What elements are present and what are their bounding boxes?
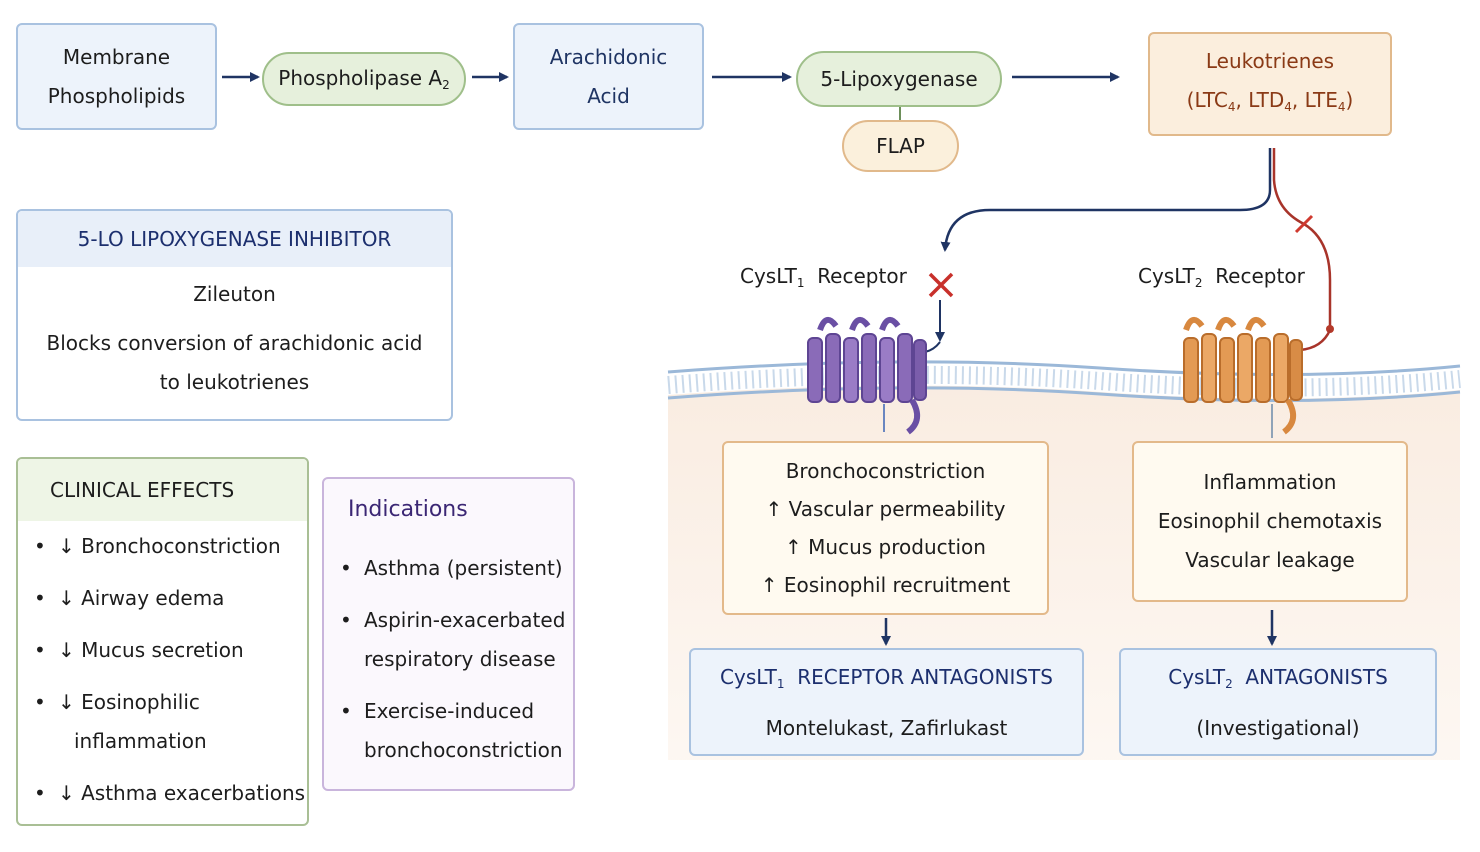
5-lipoxygenase-label: 5-Lipoxygenase [820, 67, 978, 91]
cyslt1-antagonists-title: CysLT1 RECEPTOR ANTAGONISTS [720, 664, 1053, 691]
leukotrienes-box: Leukotrienes (LTC4, LTD4, LTE4) [1148, 32, 1392, 136]
inhibitor-title: 5-LO LIPOXYGENASE INHIBITOR [77, 227, 392, 251]
flap-label: FLAP [876, 134, 925, 158]
inhibitor-drug: Zileuton [193, 282, 276, 306]
5lo-inhibitor-box: 5-LO LIPOXYGENASE INHIBITOR Zileuton Blo… [16, 209, 453, 421]
leukotrienes-title: Leukotrienes [1205, 48, 1335, 73]
effect-item: •↓ Asthma exacerbations [34, 781, 306, 805]
leukotrienes-list: (LTC4, LTD4, LTE4) [1186, 87, 1354, 114]
cyslt1-effect: ↑ Eosinophil recruitment [760, 573, 1011, 597]
indications-title: Indications [348, 497, 468, 522]
cyslt1-effects-box: Bronchoconstriction ↑ Vascular permeabil… [722, 441, 1049, 615]
5-lipoxygenase-pill: 5-Lipoxygenase [796, 51, 1002, 107]
cyslt1-effect: Bronchoconstriction [785, 459, 986, 483]
indications-list: •Asthma (persistent) •Aspirin-exacerbate… [324, 549, 573, 770]
arrow-cyslt2-ligand [1299, 329, 1332, 352]
cyslt1-antagonist-drugs: Montelukast, Zafirlukast [765, 715, 1008, 740]
clinical-effects-title: CLINICAL EFFECTS [50, 478, 235, 502]
cyslt2-receptor-label: CysLT2 Receptor [1138, 264, 1305, 290]
phospholipase-label: Phospholipase A2 [278, 66, 450, 92]
cyslt1-receptor-graphic [807, 317, 927, 435]
cyslt2-effects-box: Inflammation Eosinophil chemotaxis Vascu… [1132, 441, 1408, 602]
membrane-line-2: Phospholipids [47, 83, 186, 108]
cyslt2-antagonists-title: CysLT2 ANTAGONISTS [1168, 664, 1388, 691]
cyslt1-receptor-label: CysLT1 Receptor [740, 264, 907, 290]
cyslt2-effect: Eosinophil chemotaxis [1157, 509, 1383, 533]
arachidonic-acid-box: Arachidonic Acid [513, 23, 704, 130]
cyslt1-effect: ↑ Mucus production [785, 535, 986, 559]
flap-pill: FLAP [842, 120, 959, 172]
effect-item: •↓ Bronchoconstriction [34, 534, 281, 558]
arachidonic-line-1: Arachidonic [549, 44, 668, 69]
cell-membrane [667, 360, 1461, 403]
cyslt1-effect: ↑ Vascular permeability [765, 497, 1006, 521]
cyslt1-antagonists-box: CysLT1 RECEPTOR ANTAGONISTS Montelukast,… [689, 648, 1084, 756]
block-cross-icon [928, 272, 954, 298]
clinical-effects-header: CLINICAL EFFECTS [18, 459, 307, 521]
effect-item: •↓ Mucus secretion [34, 638, 244, 662]
indications-box: Indications •Asthma (persistent) •Aspiri… [322, 477, 575, 791]
membrane-phospholipids-box: Membrane Phospholipids [16, 23, 217, 130]
clinical-effects-list: •↓ Bronchoconstriction •↓ Airway edema •… [18, 527, 307, 813]
cyslt2-effect: Vascular leakage [1185, 548, 1355, 572]
block-mark-cyslt2 [1294, 214, 1314, 234]
membrane-line-1: Membrane [62, 44, 171, 69]
arachidonic-line-2: Acid [587, 83, 630, 108]
arrow-lt-to-cyslt1 [940, 148, 1272, 252]
inhibitor-header: 5-LO LIPOXYGENASE INHIBITOR [18, 211, 451, 267]
cyslt2-receptor-graphic [1183, 317, 1303, 438]
indication-item: •Asthma (persistent) [340, 556, 563, 580]
phospholipase-a2-pill: Phospholipase A2 [262, 52, 466, 106]
arrow-lt-to-cyslt2 [1272, 148, 1334, 333]
cyslt2-antagonists-box: CysLT2 ANTAGONISTS (Investigational) [1119, 648, 1437, 756]
cyslt2-effect: Inflammation [1203, 470, 1337, 494]
cyslt2-antagonist-status: (Investigational) [1196, 715, 1360, 740]
effect-item: •↓ Airway edema [34, 586, 225, 610]
inhibitor-description: Blocks conversion of arachidonic acid to… [46, 331, 423, 394]
clinical-effects-box: CLINICAL EFFECTS •↓ Bronchoconstriction … [16, 457, 309, 826]
